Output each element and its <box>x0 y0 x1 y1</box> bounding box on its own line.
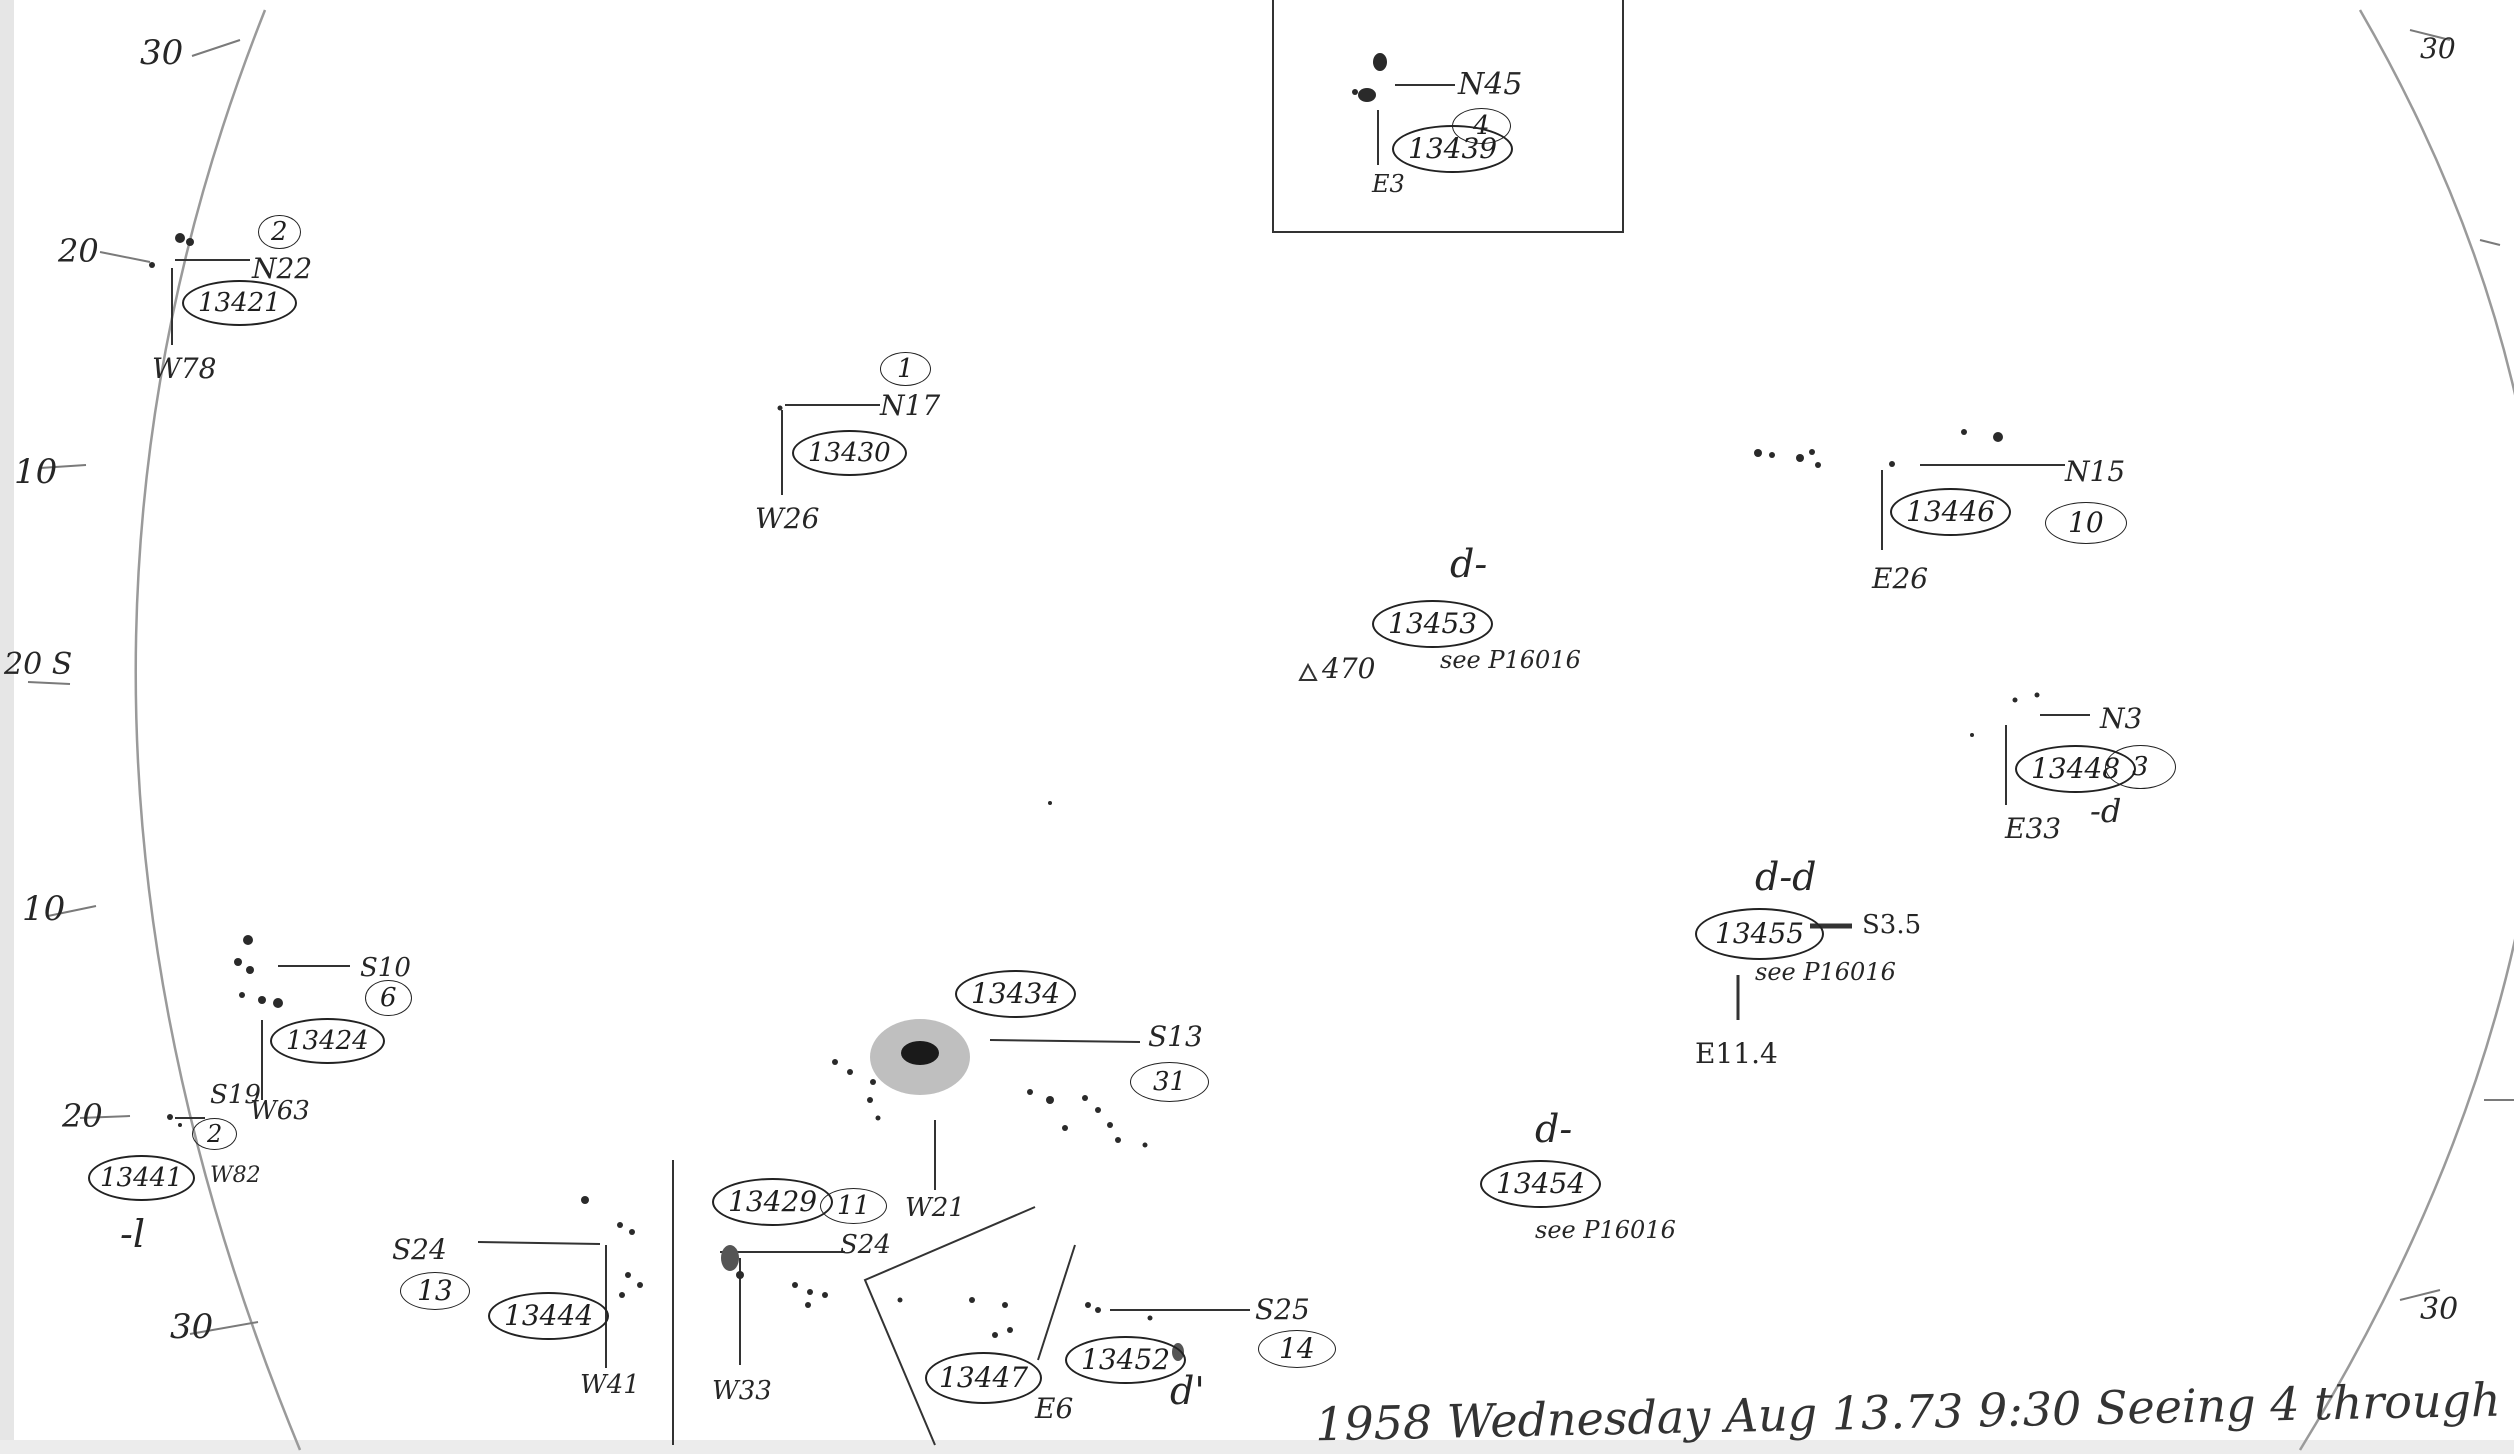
paper-edge <box>0 0 14 1454</box>
sunspots <box>149 53 2040 1361</box>
solar-disk-limb-left <box>134 9 302 1451</box>
solar-disk-limb-right <box>2298 9 2514 1451</box>
coordinate-lines <box>171 84 2090 1446</box>
triangle-marker <box>1298 662 1318 681</box>
inset-box <box>1272 0 1624 233</box>
paper-bottom-edge <box>0 1440 2514 1454</box>
limb-ticks <box>27 29 2514 1335</box>
